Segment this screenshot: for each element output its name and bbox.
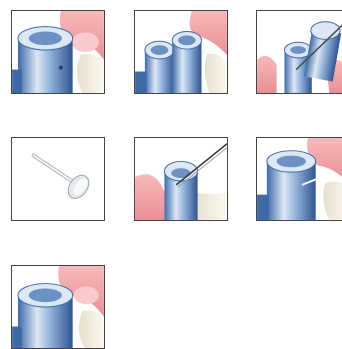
abutment-with-instrument-icon xyxy=(135,138,227,220)
step-5-illustration xyxy=(134,137,228,221)
abutment-with-slot-icon xyxy=(257,138,342,220)
step-1-illustration xyxy=(11,10,105,94)
step-7-illustration xyxy=(11,265,105,349)
pin-tool-icon xyxy=(12,138,104,220)
abutment-with-probe-icon xyxy=(257,11,342,93)
step-6-illustration xyxy=(256,137,342,221)
implant-abutment-closeup-icon xyxy=(12,11,104,93)
step-4-illustration xyxy=(11,137,105,221)
abutment-two-cylinders-icon xyxy=(135,11,227,93)
step-2-illustration xyxy=(134,10,228,94)
step-3-illustration xyxy=(256,10,342,94)
implant-abutment-final-icon xyxy=(12,266,104,348)
